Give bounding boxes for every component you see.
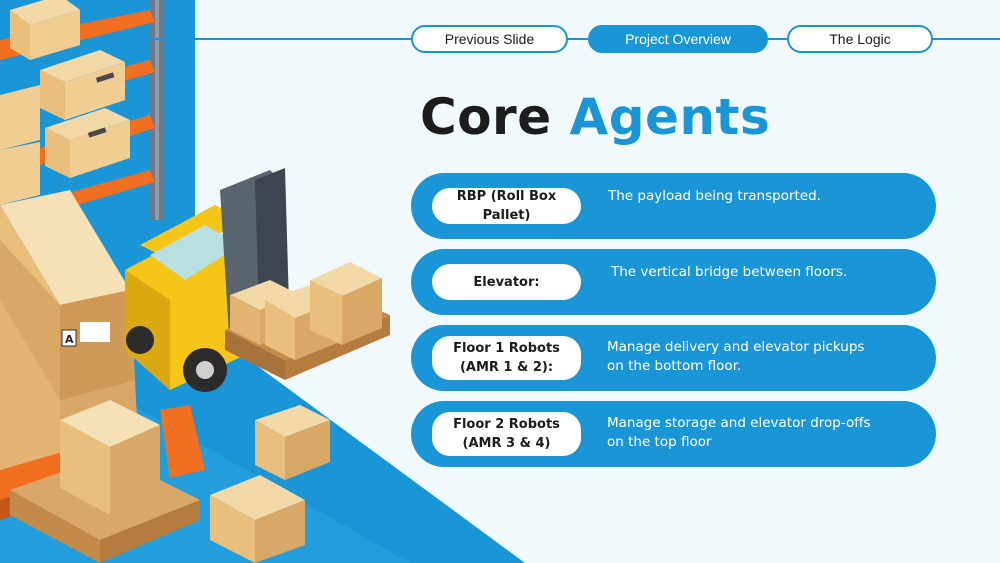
agent-name-pill: Floor 2 Robots (AMR 3 & 4) [432,412,581,456]
project-overview-button[interactable]: Project Overview [588,25,768,53]
agent-card-floor1-robots: Floor 1 Robots (AMR 1 & 2): Manage deliv… [411,325,936,391]
previous-slide-button[interactable]: Previous Slide [411,25,568,53]
forklift [125,168,390,392]
agent-name-pill: Floor 1 Robots (AMR 1 & 2): [432,336,581,380]
agent-description: Manage storage and elevator drop-offs on… [607,415,871,450]
the-logic-button[interactable]: The Logic [787,25,933,53]
agent-name-pill: RBP (Roll Box Pallet) [432,188,581,224]
page-title: Core Agents [420,88,770,146]
agent-name-pill: Elevator: [432,264,581,300]
title-word-agents: Agents [569,88,771,146]
svg-text:A: A [65,333,74,346]
agent-description: Manage delivery and elevator pickups on … [607,339,865,374]
shelving-unit [0,0,164,228]
agent-description: The payload being transported. [608,188,821,204]
agent-description: The vertical bridge between floors. [611,264,848,280]
title-word-core: Core [420,88,552,146]
agent-card-rbp: RBP (Roll Box Pallet) The payload being … [411,173,936,239]
agent-card-elevator: Elevator: The vertical bridge between fl… [411,249,936,315]
agent-card-floor2-robots: Floor 2 Robots (AMR 3 & 4) Manage storag… [411,401,936,467]
front-boxes [10,400,330,563]
nav-line [150,38,1000,40]
